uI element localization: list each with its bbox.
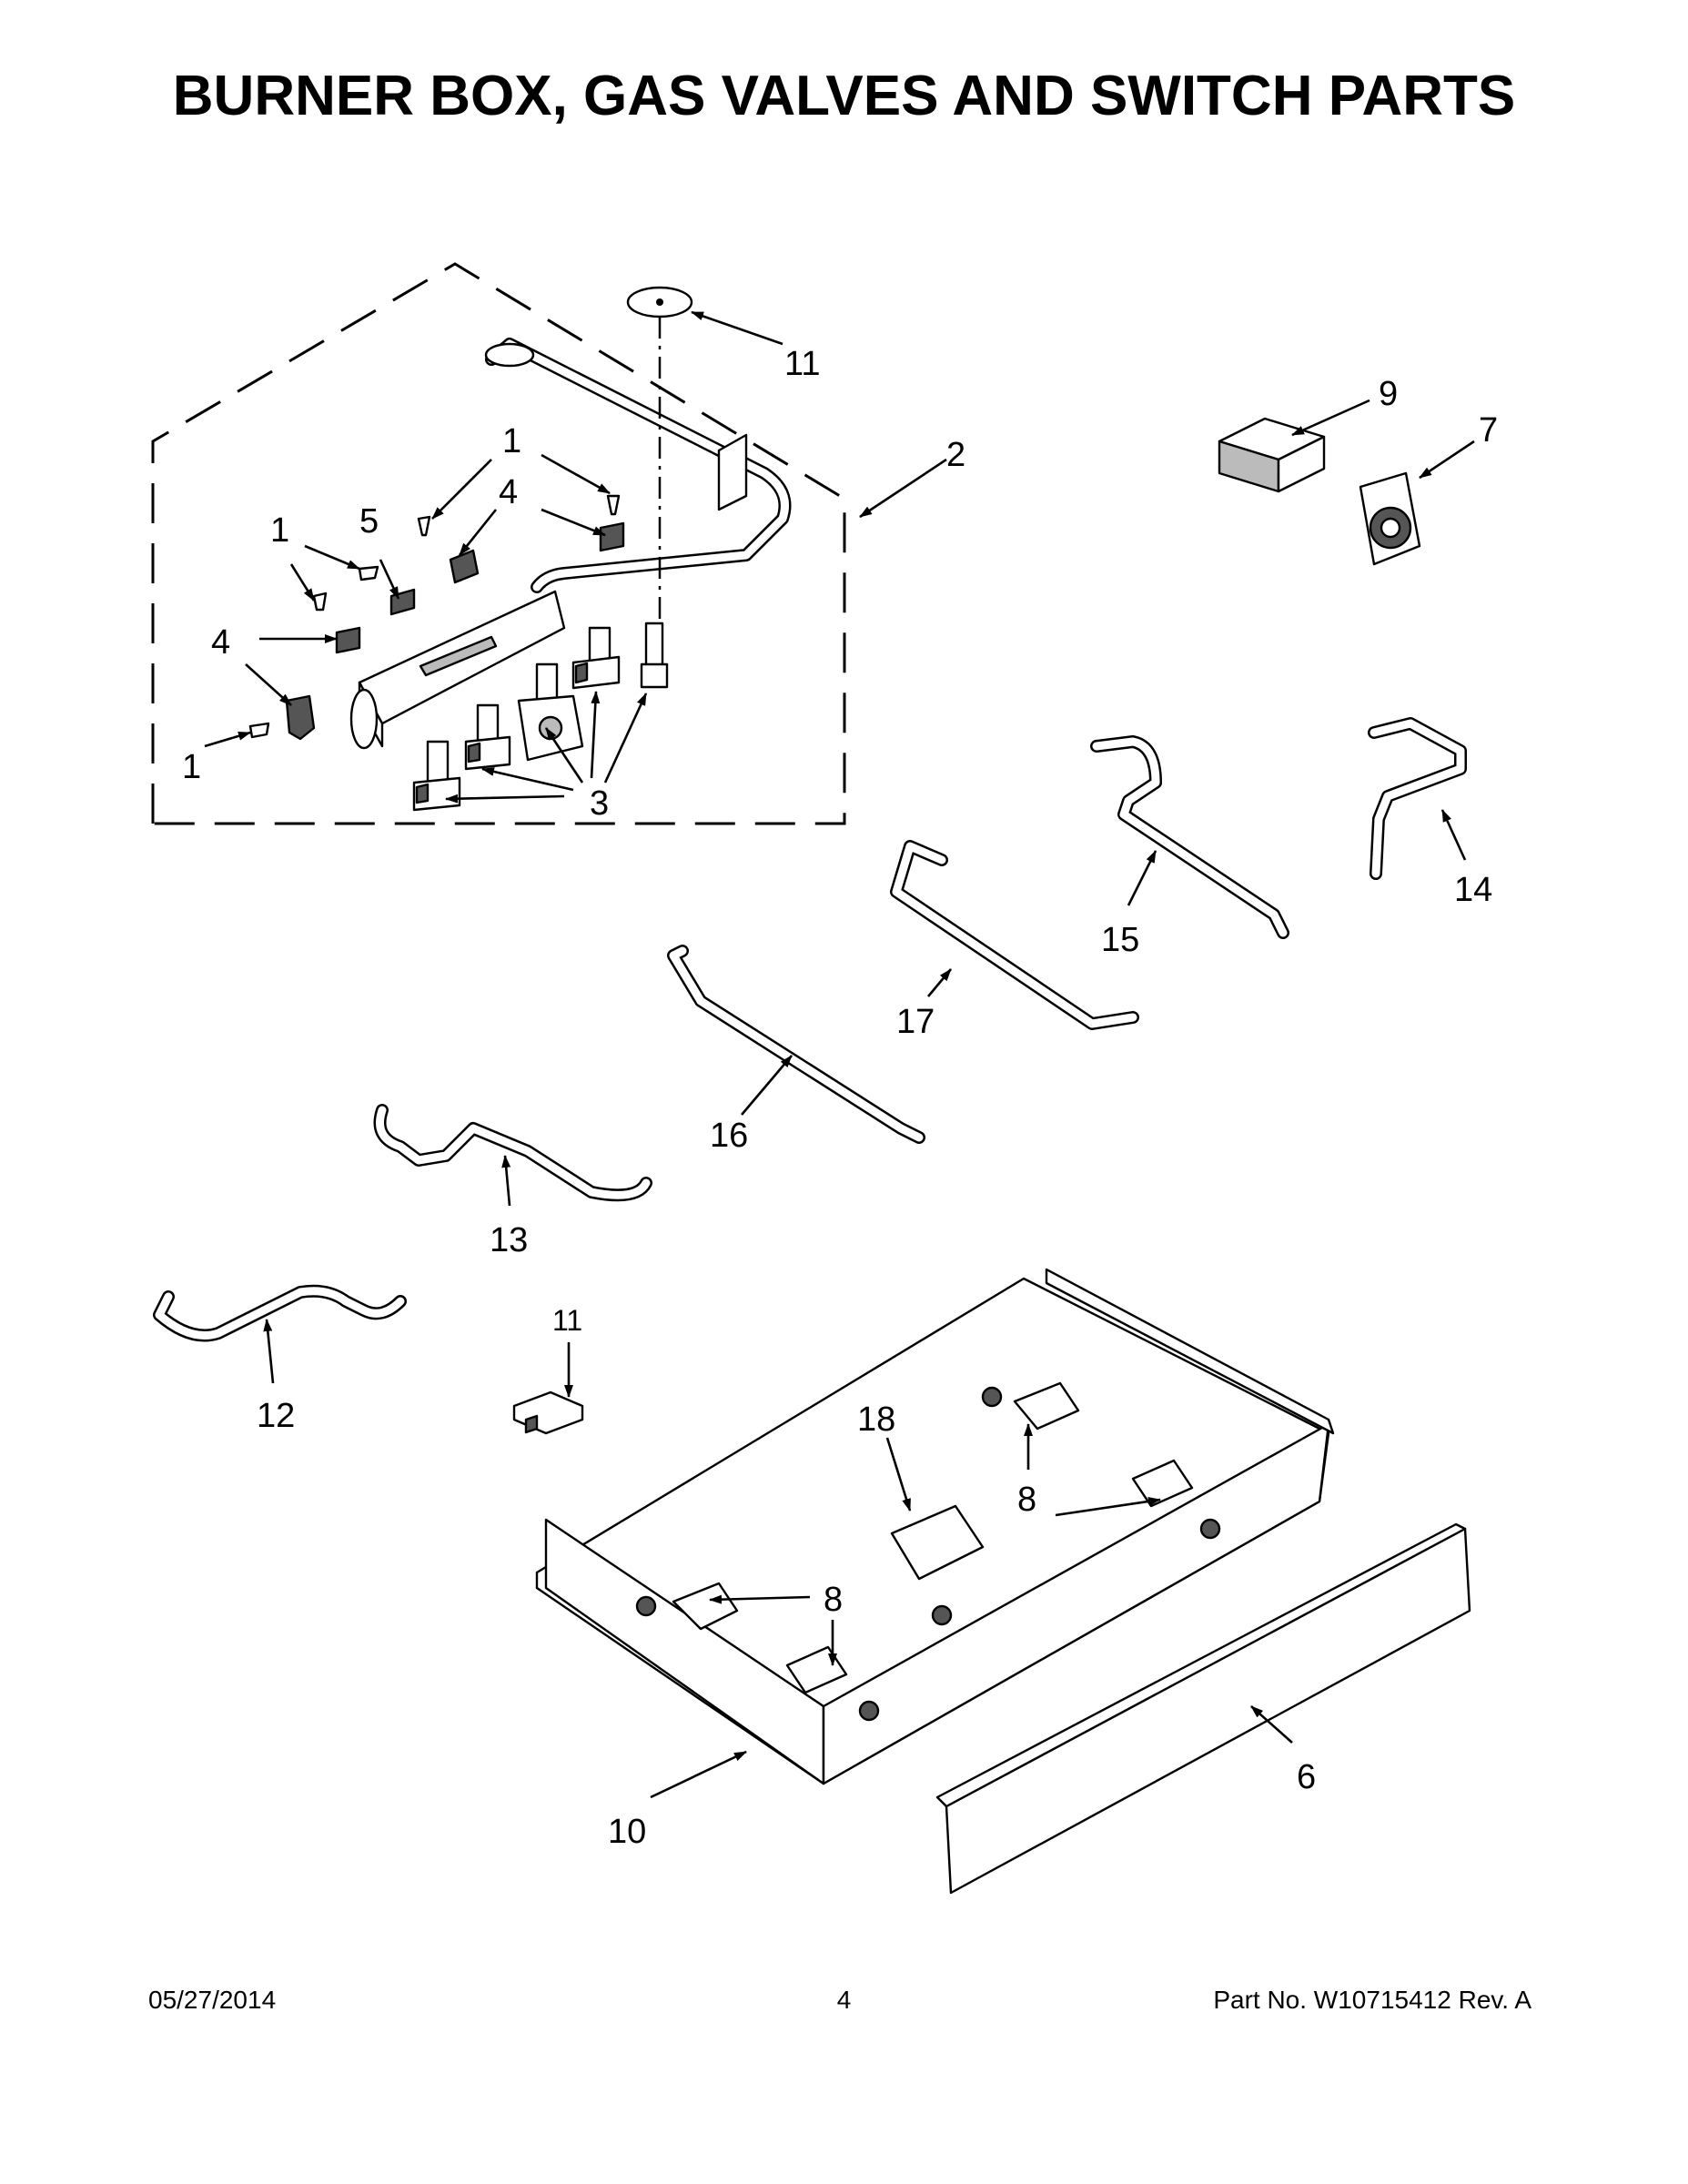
spark-module [1218, 417, 1326, 493]
grommet [626, 286, 693, 619]
gas-manifold-tube [484, 338, 792, 593]
page-title: BURNER BOX, GAS VALVES AND SWITCH PARTS [172, 65, 1516, 127]
callout-4: 4 [499, 473, 518, 511]
switch-clip [599, 521, 625, 552]
callout-13: 13 [490, 1221, 528, 1259]
callout-2: 2 [946, 436, 965, 474]
switch-clip [285, 694, 316, 741]
gas-valve [412, 740, 461, 812]
burner-box-pan [535, 1268, 1335, 1785]
gas-valve [640, 622, 669, 689]
gas-valve [464, 703, 511, 771]
callout-7: 7 [1479, 411, 1498, 450]
footer-date: 05/27/2014 [148, 1986, 277, 2014]
valve-mounting-rail [349, 590, 566, 750]
callout-11: 11 [784, 345, 820, 383]
gas-tubes [153, 717, 1467, 1342]
front-trim-panel [935, 1522, 1471, 1895]
callout-15: 15 [1101, 921, 1139, 959]
callout-1: 1 [502, 422, 521, 460]
gas-tube-13 [373, 1104, 652, 1202]
callout-labels: 11 2 1 4 5 1 4 1 3 9 7 14 15 17 16 13 12… [182, 345, 1498, 1851]
callout-5: 5 [359, 502, 379, 541]
footer-page-number: 4 [836, 1986, 852, 2014]
callout-16: 16 [710, 1117, 748, 1155]
pressure-regulator [1359, 471, 1421, 566]
gas-tube-12 [153, 1284, 407, 1342]
mounting-bracket-small [512, 1390, 584, 1435]
callout-9: 9 [1379, 375, 1398, 413]
screw [358, 565, 379, 581]
leader-arrows [204, 310, 1475, 1799]
gas-tube-16 [667, 945, 925, 1144]
callout-17: 17 [896, 1003, 935, 1041]
callout-11: 11 [552, 1304, 582, 1337]
callout-3: 3 [590, 784, 609, 823]
callout-1: 1 [270, 511, 289, 550]
screw [606, 494, 621, 516]
callout-12: 12 [257, 1397, 295, 1435]
callout-14: 14 [1454, 871, 1492, 909]
switch-clip [449, 549, 480, 584]
callout-6: 6 [1297, 1758, 1316, 1796]
gas-tube-17 [890, 840, 1139, 1030]
callout-8: 8 [824, 1581, 843, 1619]
footer-part-number: Part No. W10715412 Rev. A [1213, 1986, 1531, 2014]
gas-valve [571, 626, 621, 690]
screw [248, 722, 270, 739]
callout-4: 4 [211, 623, 230, 662]
callout-18: 18 [857, 1400, 895, 1439]
callout-1: 1 [182, 748, 201, 786]
callout-10: 10 [608, 1813, 646, 1851]
screw [312, 592, 328, 612]
gas-tube-14 [1368, 717, 1467, 880]
callout-8: 8 [1017, 1481, 1036, 1519]
switch-clip [335, 626, 361, 654]
screw [417, 515, 431, 537]
screw-and-clip-parts [248, 494, 625, 741]
gas-tube-15 [1090, 735, 1289, 939]
switch-clip [389, 588, 416, 616]
burner-box-assembly-outline [151, 262, 846, 825]
